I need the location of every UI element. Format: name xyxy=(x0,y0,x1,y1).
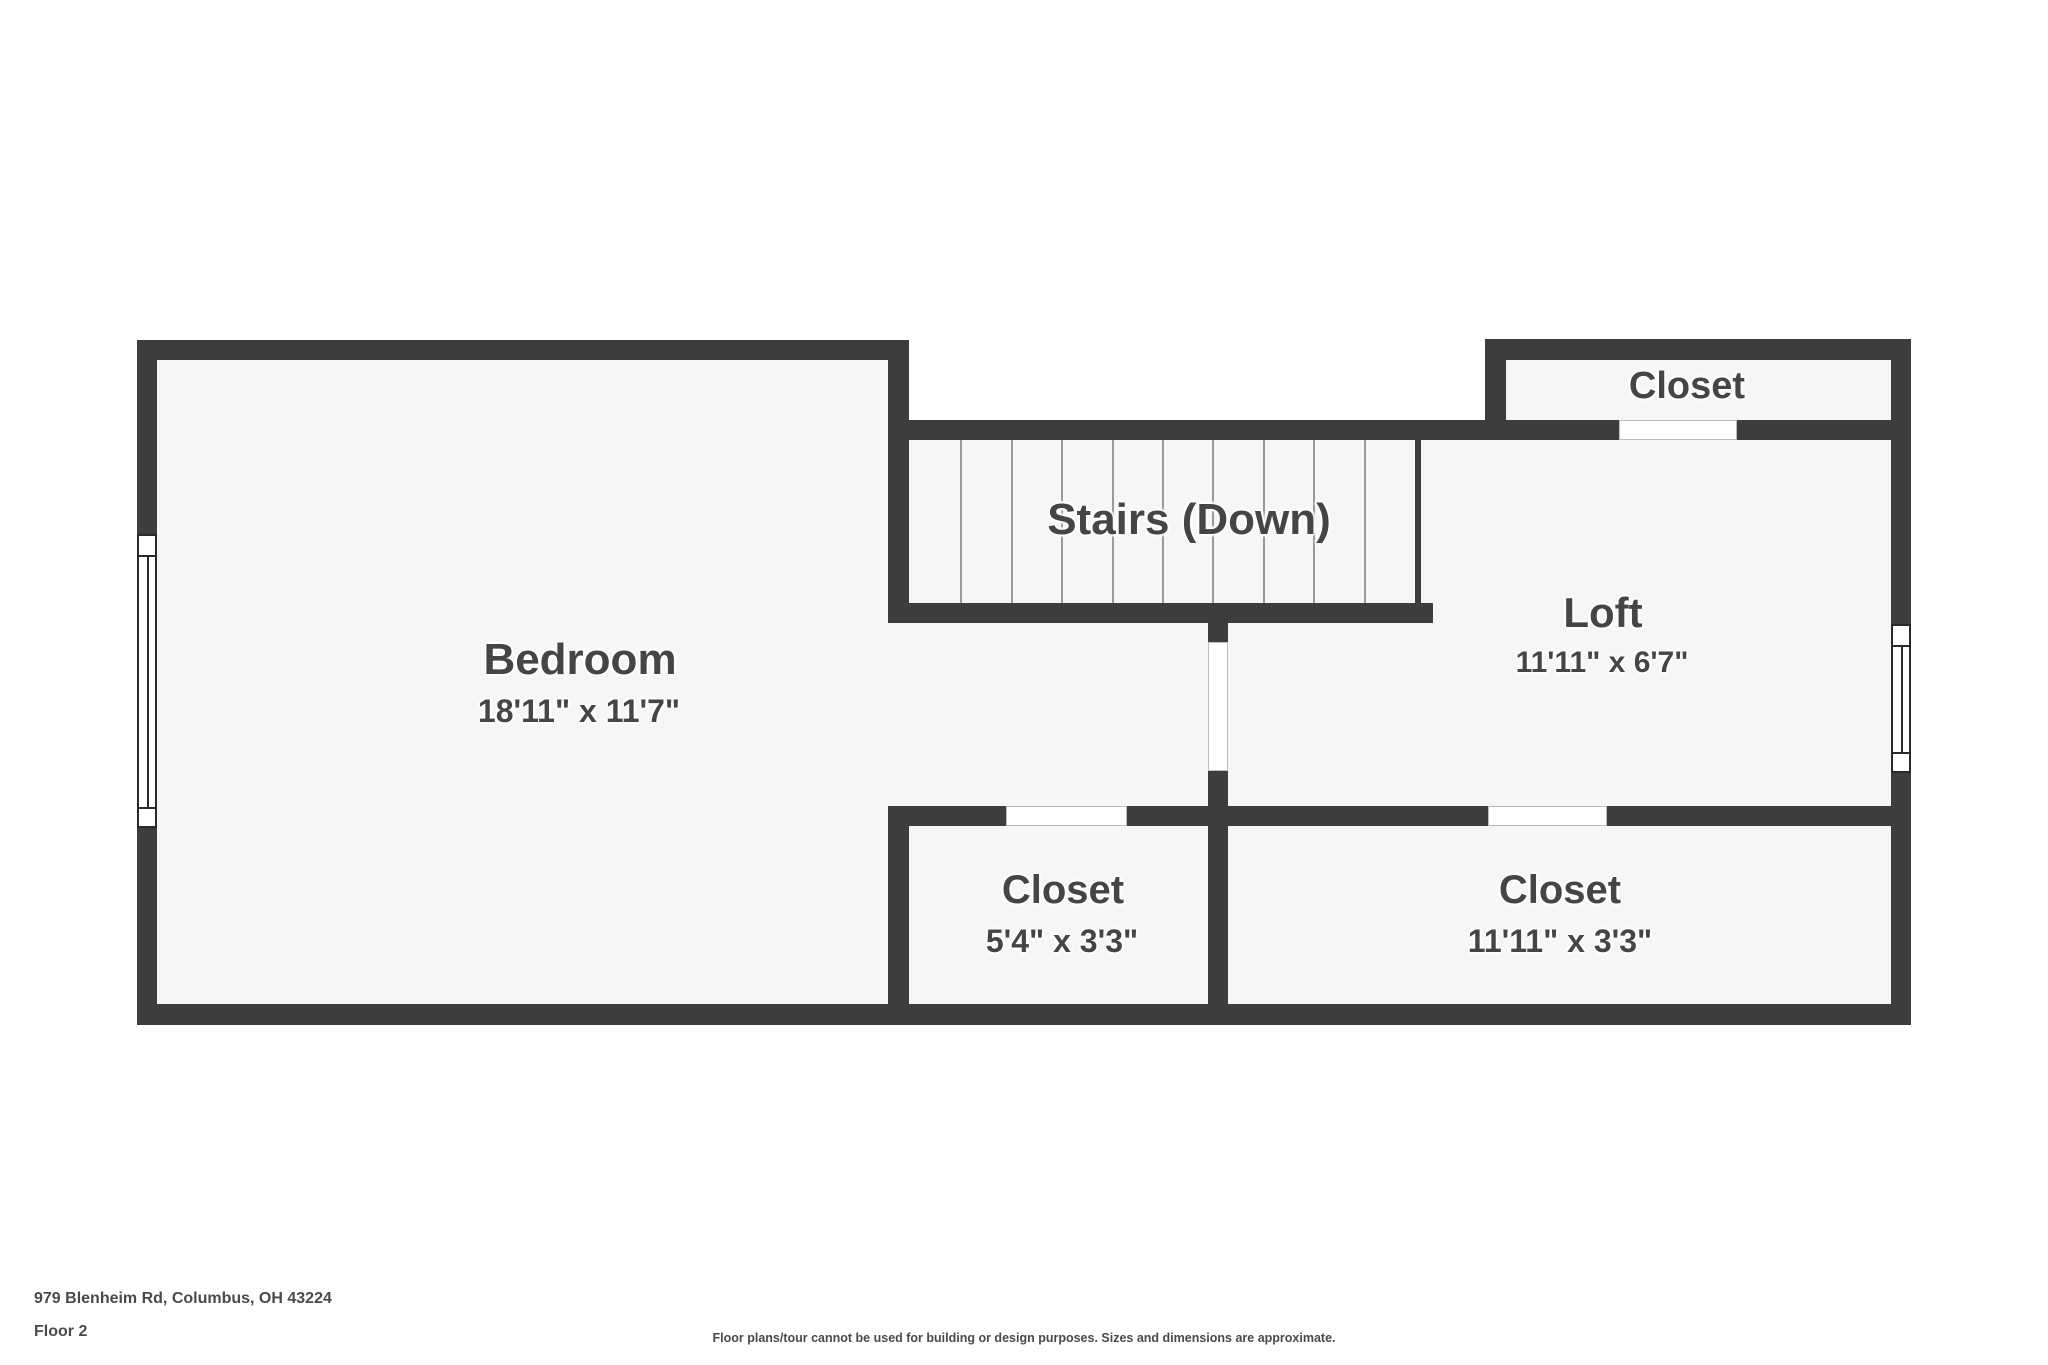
stairs-top-wall xyxy=(888,420,1911,440)
window-sash xyxy=(147,555,149,809)
stair-tread xyxy=(1011,440,1013,603)
loft-dimensions: 11'11" x 6'7" xyxy=(1515,646,1689,679)
closet-large-dimensions: 11'11" x 3'3" xyxy=(1467,923,1653,959)
exterior-notch xyxy=(909,330,1485,420)
closet-small-door[interactable] xyxy=(1006,806,1127,826)
stair-tread xyxy=(1313,440,1315,603)
closet-small-dimensions: 5'4" x 3'3" xyxy=(985,923,1139,959)
stair-tread xyxy=(1061,440,1063,603)
window-sash xyxy=(1901,645,1903,754)
bedroom-right-wall xyxy=(888,340,909,623)
loft-label: Loft xyxy=(1563,589,1643,636)
stair-tread xyxy=(1162,440,1164,603)
stair-tread xyxy=(960,440,962,603)
closets-top-wall xyxy=(888,806,1911,826)
closet-large-label: Closet xyxy=(1498,868,1622,912)
bedroom-label: Bedroom xyxy=(483,635,677,684)
stairs-bottom-wall xyxy=(888,603,1433,623)
floor-area xyxy=(157,360,1891,1004)
bedroom-top-wall xyxy=(137,340,909,360)
stair-tread xyxy=(1212,440,1214,603)
stair-tread xyxy=(1112,440,1114,603)
closet-top-wall xyxy=(1485,339,1911,360)
disclaimer: Floor plans/tour cannot be used for buil… xyxy=(712,1331,1336,1345)
loft-door[interactable] xyxy=(1208,642,1228,771)
stairs-label: Stairs (Down) xyxy=(1047,495,1331,544)
loft-window xyxy=(1891,624,1911,773)
bedroom-window xyxy=(137,534,157,828)
stairs-rail xyxy=(1415,440,1421,605)
stair-tread xyxy=(1263,440,1265,603)
stair-tread xyxy=(1364,440,1366,603)
bedroom-dimensions: 18'11" x 11'7" xyxy=(477,693,681,729)
closet-top-label: Closet xyxy=(1628,365,1746,407)
floor-label: Floor 2 xyxy=(34,1323,88,1340)
closet-small-left-wall xyxy=(888,806,909,1025)
property-address: 979 Blenheim Rd, Columbus, OH 43224 xyxy=(34,1290,332,1307)
closet-top-door[interactable] xyxy=(1619,420,1737,440)
closet-top-left-wall xyxy=(1485,339,1506,440)
bottom-exterior-wall xyxy=(137,1004,1911,1025)
closet-small-label: Closet xyxy=(1001,868,1125,912)
closet-large-door[interactable] xyxy=(1488,806,1607,826)
